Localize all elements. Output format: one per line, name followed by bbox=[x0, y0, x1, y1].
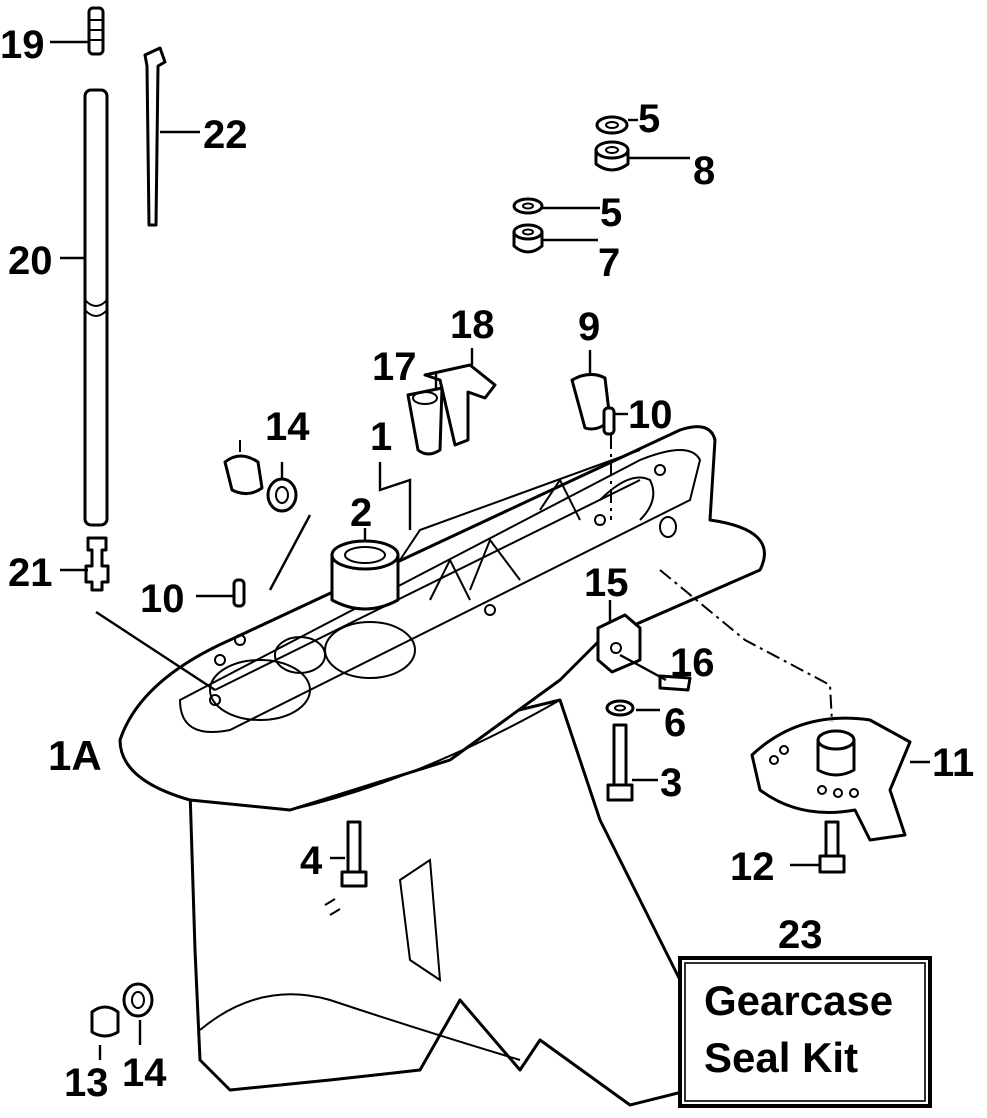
callout-15: 15 bbox=[584, 561, 629, 605]
grommet-17 bbox=[406, 386, 444, 456]
callout-9: 9 bbox=[578, 305, 600, 349]
shift-rod-coupler-19 bbox=[87, 6, 105, 56]
callout-11: 11 bbox=[932, 741, 974, 785]
seal-kit-line-2: Seal Kit bbox=[704, 1034, 858, 1081]
washer-6 bbox=[605, 699, 635, 717]
callout-5-top: 5 bbox=[638, 97, 660, 141]
washer-5-lower bbox=[512, 197, 544, 215]
cable-tie-22 bbox=[143, 46, 167, 227]
shift-rod-seal-21 bbox=[84, 536, 110, 592]
seal-kit-box: Gearcase Seal Kit bbox=[678, 956, 932, 1108]
seal-kit-line-1: Gearcase bbox=[704, 977, 893, 1024]
callout-10-right: 10 bbox=[628, 393, 673, 437]
dowel-pin-10-right bbox=[602, 406, 616, 436]
leader-lines bbox=[50, 40, 930, 1060]
dowel-pin-10-left bbox=[232, 578, 246, 608]
trim-tab-11 bbox=[750, 716, 912, 842]
callout-labels: 19 22 20 21 5 8 5 7 18 17 9 10 14 1 2 10… bbox=[0, 23, 974, 1105]
callout-1: 1 bbox=[370, 415, 392, 459]
retainer-clip-18 bbox=[423, 363, 497, 447]
nut-8 bbox=[594, 140, 630, 172]
callout-4: 4 bbox=[300, 839, 323, 883]
bolt-12 bbox=[818, 820, 846, 874]
callout-2: 2 bbox=[350, 491, 372, 535]
plug-screw-13 bbox=[90, 1005, 120, 1038]
callout-5-lower: 5 bbox=[600, 191, 622, 235]
callout-14-top: 14 bbox=[265, 405, 310, 449]
callout-7: 7 bbox=[598, 241, 620, 285]
callout-20: 20 bbox=[8, 239, 53, 283]
callout-12: 12 bbox=[730, 845, 775, 889]
callout-21: 21 bbox=[8, 551, 53, 595]
nut-7 bbox=[512, 223, 544, 254]
callout-16: 16 bbox=[670, 641, 715, 685]
callout-14-bottom: 14 bbox=[122, 1051, 167, 1095]
callout-19: 19 bbox=[0, 23, 45, 67]
bolt-3 bbox=[606, 723, 634, 802]
callout-23: 23 bbox=[778, 913, 823, 957]
washer-5-top bbox=[595, 115, 629, 135]
bolt-4 bbox=[340, 820, 368, 888]
dash-dot-alignment-lines bbox=[610, 435, 833, 723]
anode-15 bbox=[596, 613, 642, 674]
gearcase-housing bbox=[118, 425, 766, 1107]
callout-10-left: 10 bbox=[140, 577, 185, 621]
callout-22: 22 bbox=[203, 113, 248, 157]
seal-washer-14-top bbox=[266, 477, 298, 513]
bearing-2 bbox=[330, 539, 400, 611]
callout-18: 18 bbox=[450, 303, 495, 347]
callout-17: 17 bbox=[372, 345, 417, 389]
callout-1A: 1A bbox=[48, 732, 102, 779]
screw-16 bbox=[658, 674, 692, 692]
callout-3: 3 bbox=[660, 761, 682, 805]
seal-washer-14-bottom bbox=[122, 982, 154, 1018]
callout-6: 6 bbox=[664, 701, 686, 745]
shift-rod-20 bbox=[83, 88, 109, 527]
callout-13: 13 bbox=[64, 1061, 109, 1105]
plug-screw-14-top bbox=[223, 440, 264, 495]
callout-8: 8 bbox=[693, 149, 715, 193]
